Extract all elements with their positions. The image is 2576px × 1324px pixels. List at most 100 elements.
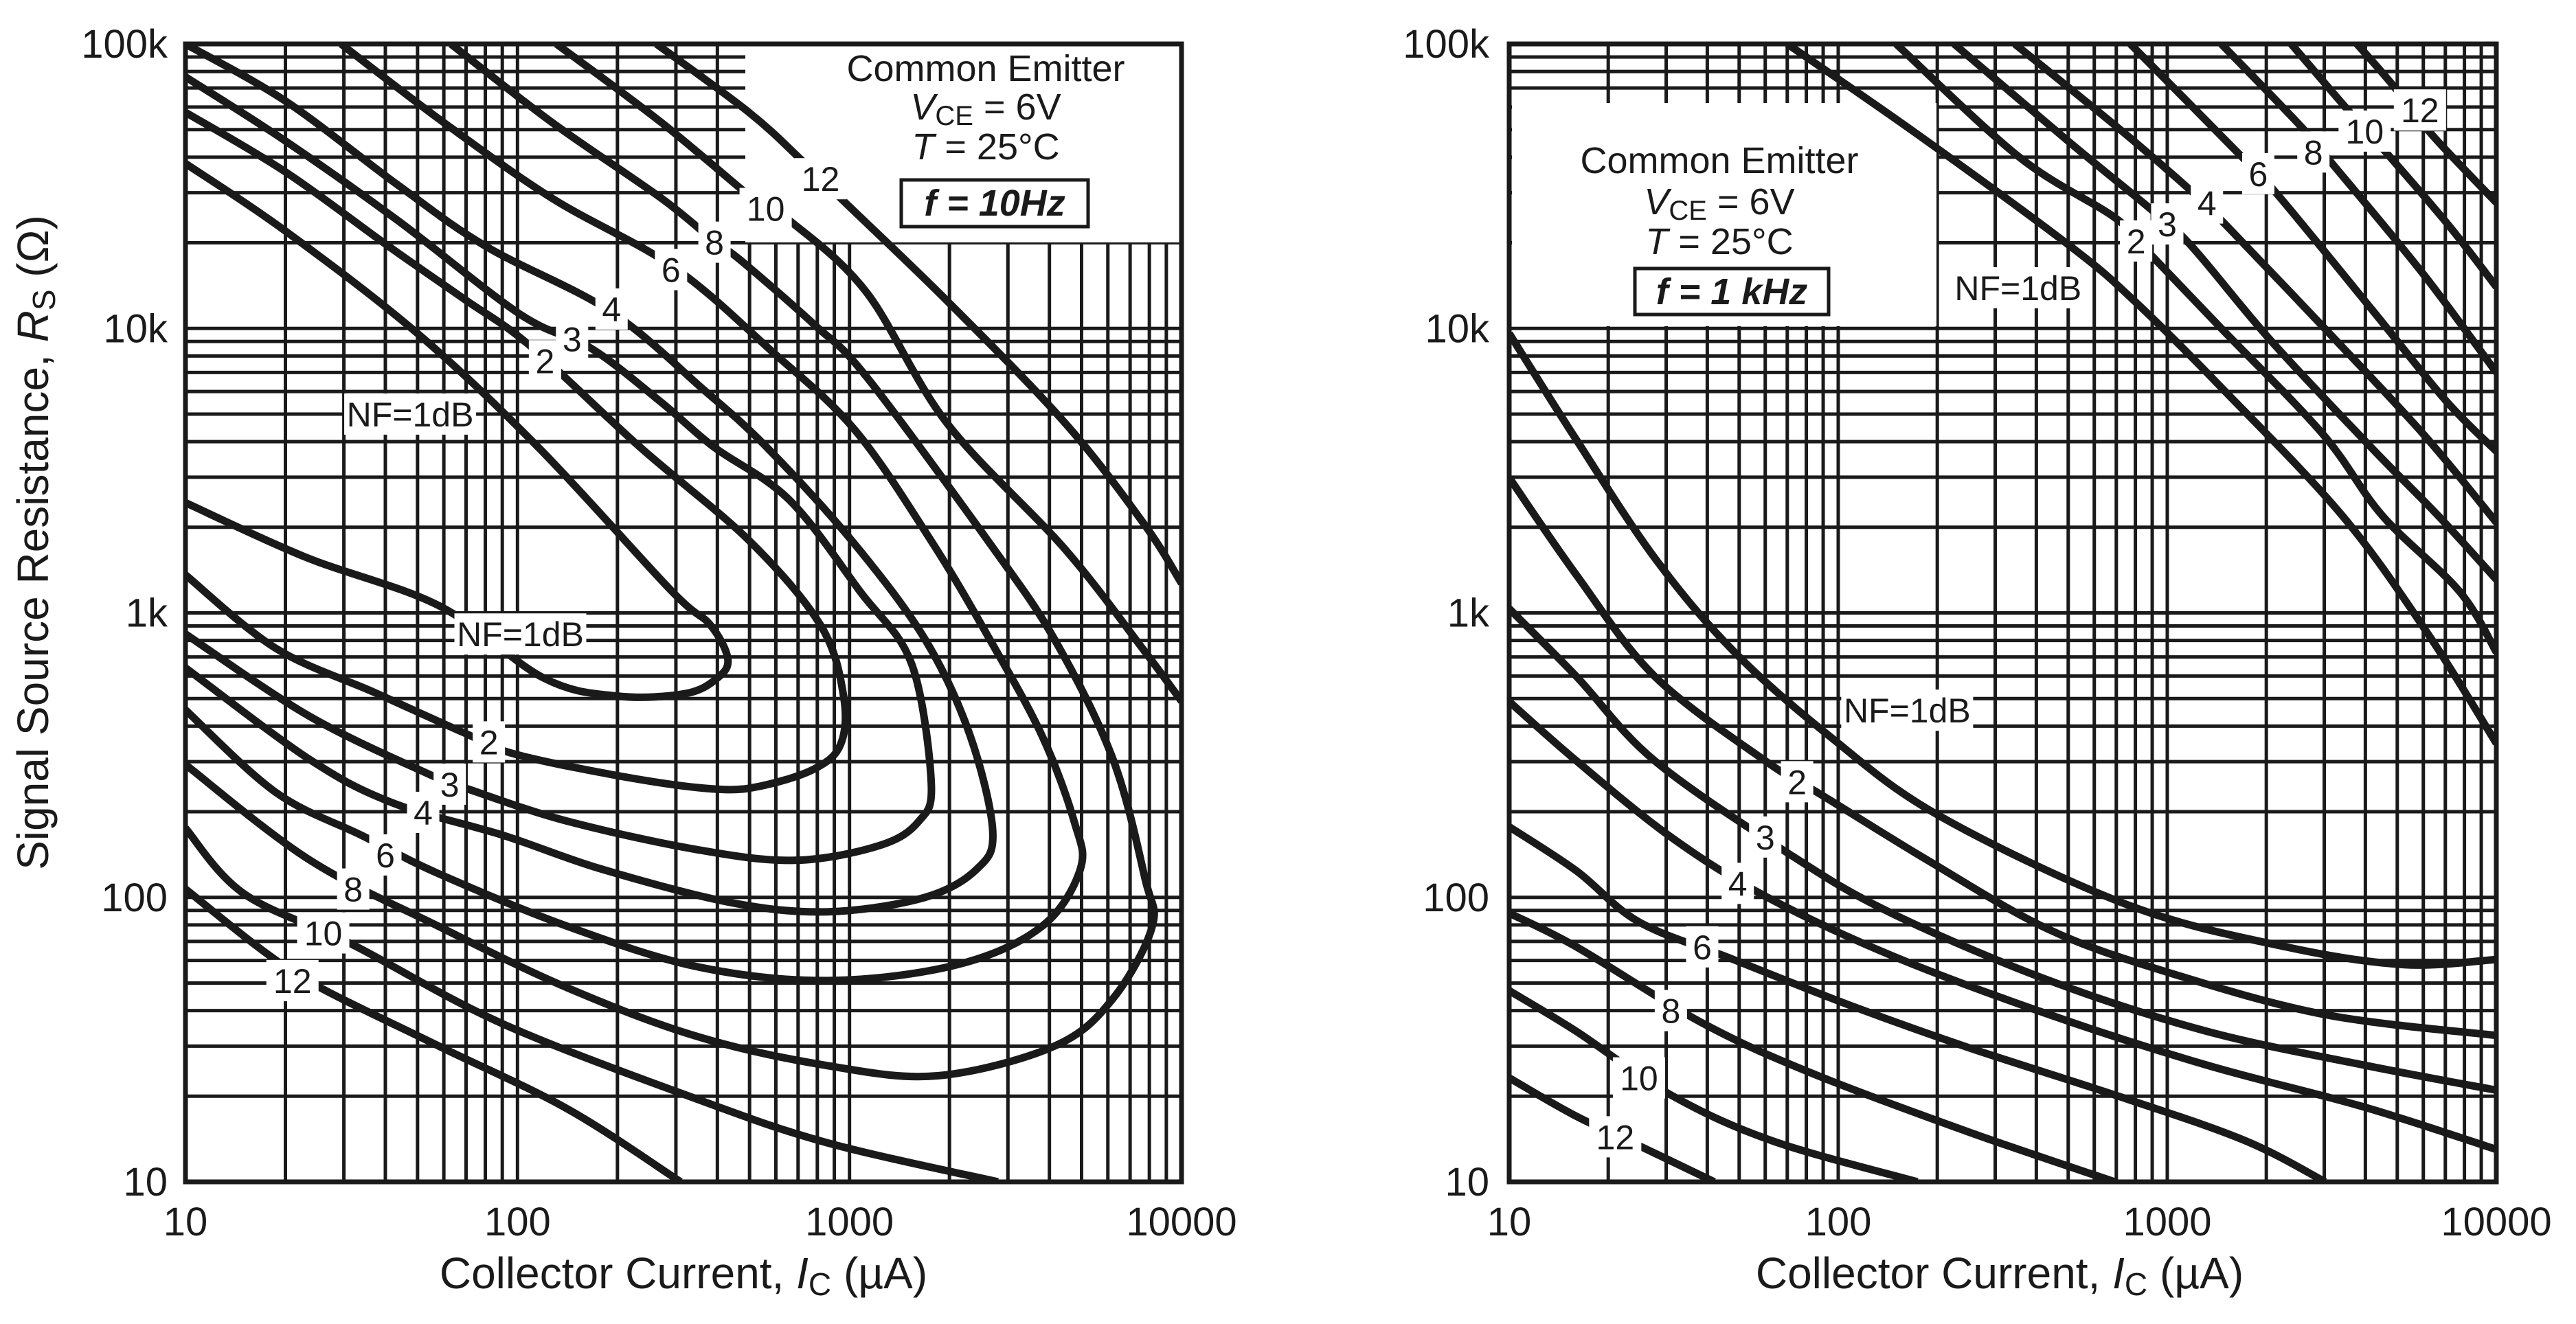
contour-label-background (1721, 863, 1754, 904)
contour-label-background (595, 288, 628, 330)
x-axis-title: Collector Current, IC (µA) (1756, 1248, 2244, 1302)
contour-label: 2 (535, 342, 554, 380)
contour-label: 8 (705, 224, 724, 262)
contour-label: 2 (1787, 763, 1807, 801)
contour-label-background (266, 959, 319, 1001)
frequency-box (899, 178, 1090, 229)
info-temperature: T = 25°C (1645, 221, 1793, 262)
contour-label-background (407, 791, 440, 833)
x-tick-label: 10 (163, 1200, 208, 1244)
info-box: Common Emitter VCE = 6V T = 25°C f = 10H… (846, 48, 1125, 229)
contour-label-background (556, 318, 589, 360)
contour-label-background (454, 613, 587, 655)
nf-8db-curve-segment-2 (1509, 909, 2116, 1182)
contour-label-background (794, 158, 847, 200)
nf-6db-curve-segment-2 (1509, 823, 2327, 1182)
contour-label-background (1952, 267, 2084, 309)
y-tick-label: 10 (1445, 1160, 1489, 1205)
y-tick-label: 10 (123, 1160, 168, 1205)
x-tick-label: 1000 (805, 1200, 894, 1244)
contour-label: 6 (2249, 155, 2268, 194)
contour-label: 6 (376, 836, 395, 875)
contour-label: NF=1dB (347, 396, 474, 434)
contour-label: 6 (662, 251, 681, 290)
y-tick-label: 10k (103, 306, 168, 351)
contour-label-background (1654, 990, 1687, 1031)
contour-label-background (337, 868, 370, 910)
x-tick-label: 1000 (2123, 1200, 2211, 1244)
contour-label: 12 (1596, 1118, 1635, 1156)
contour-label: 6 (1693, 928, 1712, 967)
contour-label-background (2241, 152, 2274, 194)
contour-label: 4 (1728, 865, 1748, 903)
contour-label-background (655, 249, 688, 290)
contour-label: 8 (1661, 992, 1680, 1031)
info-frequency: f = 10Hz (924, 183, 1065, 224)
contour-label-background (739, 187, 792, 229)
contour-label-background (1612, 1057, 1665, 1099)
plot-frame (183, 41, 1184, 1185)
nf-10db-curve-segment-2 (1509, 987, 1919, 1182)
contour-label: 2 (2127, 222, 2146, 261)
contour-label-background (344, 393, 477, 435)
x-tick-label: 100 (484, 1200, 551, 1244)
contour-label: 10 (1620, 1060, 1658, 1098)
contour-label-background (473, 721, 506, 763)
contour-label-background (2120, 220, 2153, 262)
contour-label: 3 (563, 320, 582, 358)
contour-label-background (2338, 110, 2391, 152)
contour-label: 8 (2304, 133, 2323, 172)
y-tick-label: 1k (1447, 591, 1490, 636)
nf-3db-curve-segment-2 (1509, 606, 2496, 1094)
nf-8db-curve-segment-1 (2218, 44, 2496, 375)
nf-2db-curve-segment-2 (1509, 475, 2496, 1040)
nf-10db-curve-segment-1 (554, 44, 1182, 704)
y-tick-label: 100 (1423, 876, 1489, 920)
contour-label-background (1749, 816, 1782, 858)
x-tick-label: 100 (1805, 1200, 1872, 1244)
contour-label-background (1686, 926, 1719, 968)
nf-4db-curve (185, 44, 997, 916)
contour-label: NF=1dB (1844, 692, 1971, 730)
contour-label: NF=1dB (457, 615, 584, 654)
contour-label: 4 (2197, 185, 2217, 223)
nf-10db-curve-segment-1 (2288, 44, 2496, 290)
nf-1db-curve-segment-1 (1785, 44, 2496, 746)
info-frequency: f = 1 kHz (1656, 271, 1808, 312)
contour-label-background (369, 834, 402, 876)
contour-label: 4 (414, 794, 433, 832)
y-tick-label: 100k (81, 22, 168, 67)
contour-label: 4 (602, 290, 621, 329)
contour-label-background (2297, 131, 2330, 173)
y-tick-label: 1k (126, 591, 168, 636)
info-configuration: Common Emitter (1580, 140, 1858, 181)
contour-label: 8 (343, 871, 363, 909)
contour-label: 10 (2346, 113, 2384, 151)
contour-label-background (1841, 689, 1974, 731)
info-vce: VCE = 6V (1644, 181, 1794, 226)
x-axis-title: Collector Current, IC (µA) (440, 1248, 927, 1302)
plot-frame (1506, 41, 2499, 1185)
contour-label-background (1781, 761, 1814, 803)
info-temperature: T = 25°C (912, 126, 1059, 168)
grid-lines (183, 44, 1182, 1184)
y-tick-label: 100k (1403, 22, 1490, 67)
nf-10db-curve-segment-2 (185, 825, 999, 1182)
contour-label-background (1589, 1116, 1642, 1158)
contour-label-background (528, 340, 561, 382)
contour-label-background (297, 912, 350, 954)
nf-12db-curve-segment-1 (654, 44, 1182, 586)
info-box: Common Emitter VCE = 6V T = 25°C f = 1 k… (1580, 140, 1859, 317)
nf-1db-curve-segment-2 (1509, 331, 2496, 969)
x-tick-label: 10 (1487, 1200, 1532, 1244)
nf-1db-curve (185, 160, 732, 701)
x-tick-label: 10000 (1126, 1200, 1236, 1244)
nf-6db-curve-segment-1 (2127, 44, 2496, 454)
contour-label: 3 (440, 766, 460, 804)
info-vce: VCE = 6V (910, 87, 1061, 131)
